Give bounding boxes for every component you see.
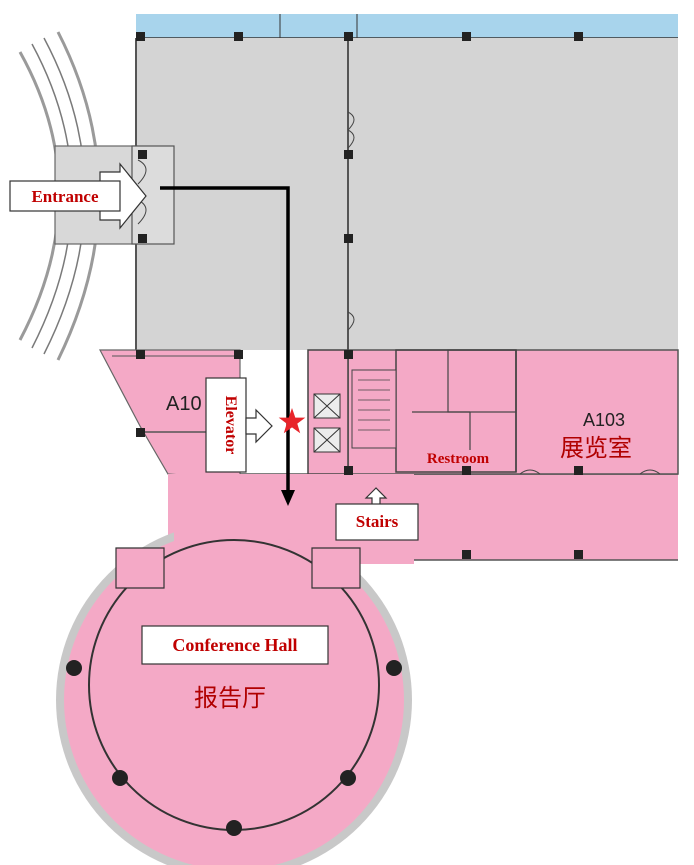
stairs-callout: Stairs: [335, 487, 419, 541]
star-icon: [278, 408, 306, 434]
room-a103-chinese-label: 展览室: [560, 434, 632, 462]
elevator-callout: Elevator: [205, 377, 273, 473]
stairs-label: Stairs: [356, 512, 399, 531]
conference-hall-chinese-label: 报告厅: [194, 684, 266, 712]
conference-hall-callout: Conference Hall: [141, 625, 329, 665]
restroom-label: Restroom: [427, 451, 490, 467]
elevator-core: [307, 349, 397, 475]
right-room-block: [347, 349, 679, 475]
top-glass-strip: [136, 14, 678, 39]
entrance-label: Entrance: [31, 187, 99, 206]
entrance-callout: Entrance: [9, 162, 147, 230]
gray-hall-area: [135, 38, 678, 350]
route-path: [160, 186, 295, 506]
room-a101-label: A10: [166, 393, 202, 415]
conference-hall-label: Conference Hall: [172, 635, 297, 655]
elevator-label: Elevator: [222, 396, 239, 455]
conference-hall-room: [56, 474, 414, 865]
room-a103-label: A103: [583, 410, 625, 430]
